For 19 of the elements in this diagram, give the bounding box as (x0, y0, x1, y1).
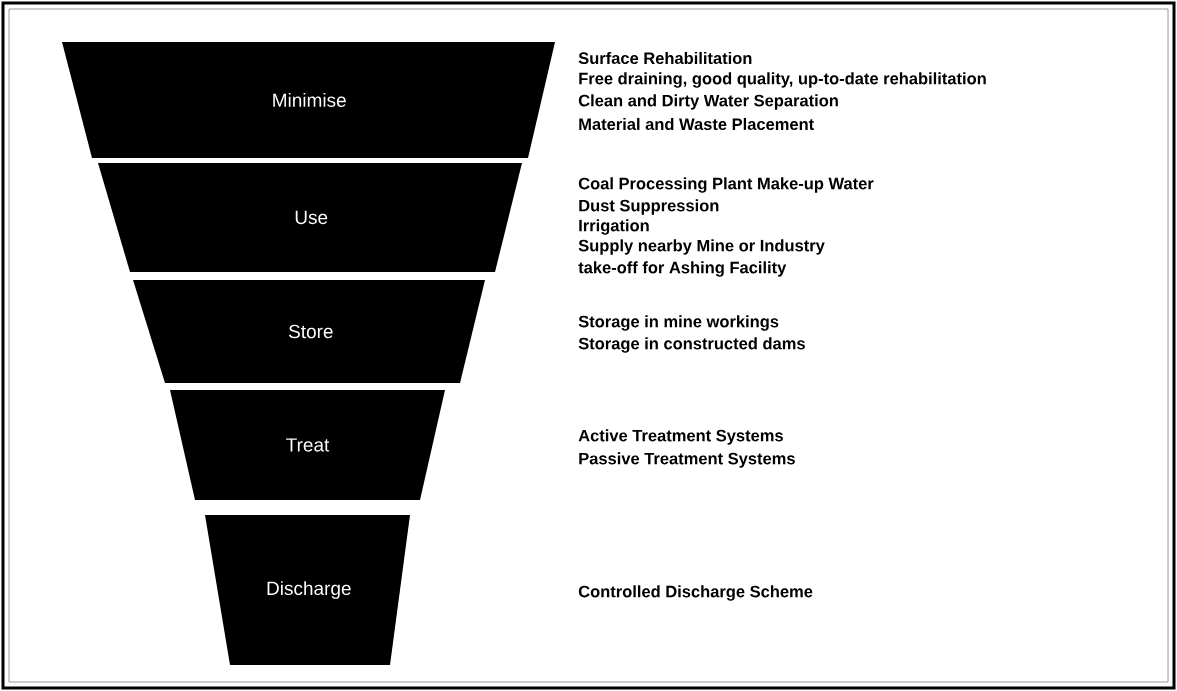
list-item: Dust Suppression (579, 199, 719, 215)
list-item: Irrigation (579, 219, 649, 235)
list-item: Storage in constructed dams (578, 337, 805, 353)
list-item: Storage in mine workings (578, 315, 779, 331)
list-item: Free draining, good quality, up-to-date rehabilitation (579, 72, 986, 88)
list-item: Surface Rehabilitation (578, 51, 752, 65)
funnel-segment: Use (98, 163, 522, 272)
list-item: Controlled Discharge Scheme (578, 585, 813, 601)
funnel-segment: Treat (170, 390, 445, 500)
list-item: Coal Processing Plant Make-up Water (578, 177, 874, 193)
funnel-segment: Store (133, 280, 485, 383)
list-item: Supply nearby Mine or Industry (578, 239, 825, 255)
funnel-segment: Minimise (62, 42, 555, 158)
list-item: take-off for Ashing Facility (578, 261, 787, 277)
funnel-segment: Discharge (205, 515, 410, 665)
list-item: Material and Waste Placement (579, 117, 814, 131)
list-item: Passive Treatment Systems (579, 452, 795, 468)
list-item: Active Treatment Systems (578, 429, 783, 445)
list-item: Clean and Dirty Water Separation (578, 94, 838, 110)
